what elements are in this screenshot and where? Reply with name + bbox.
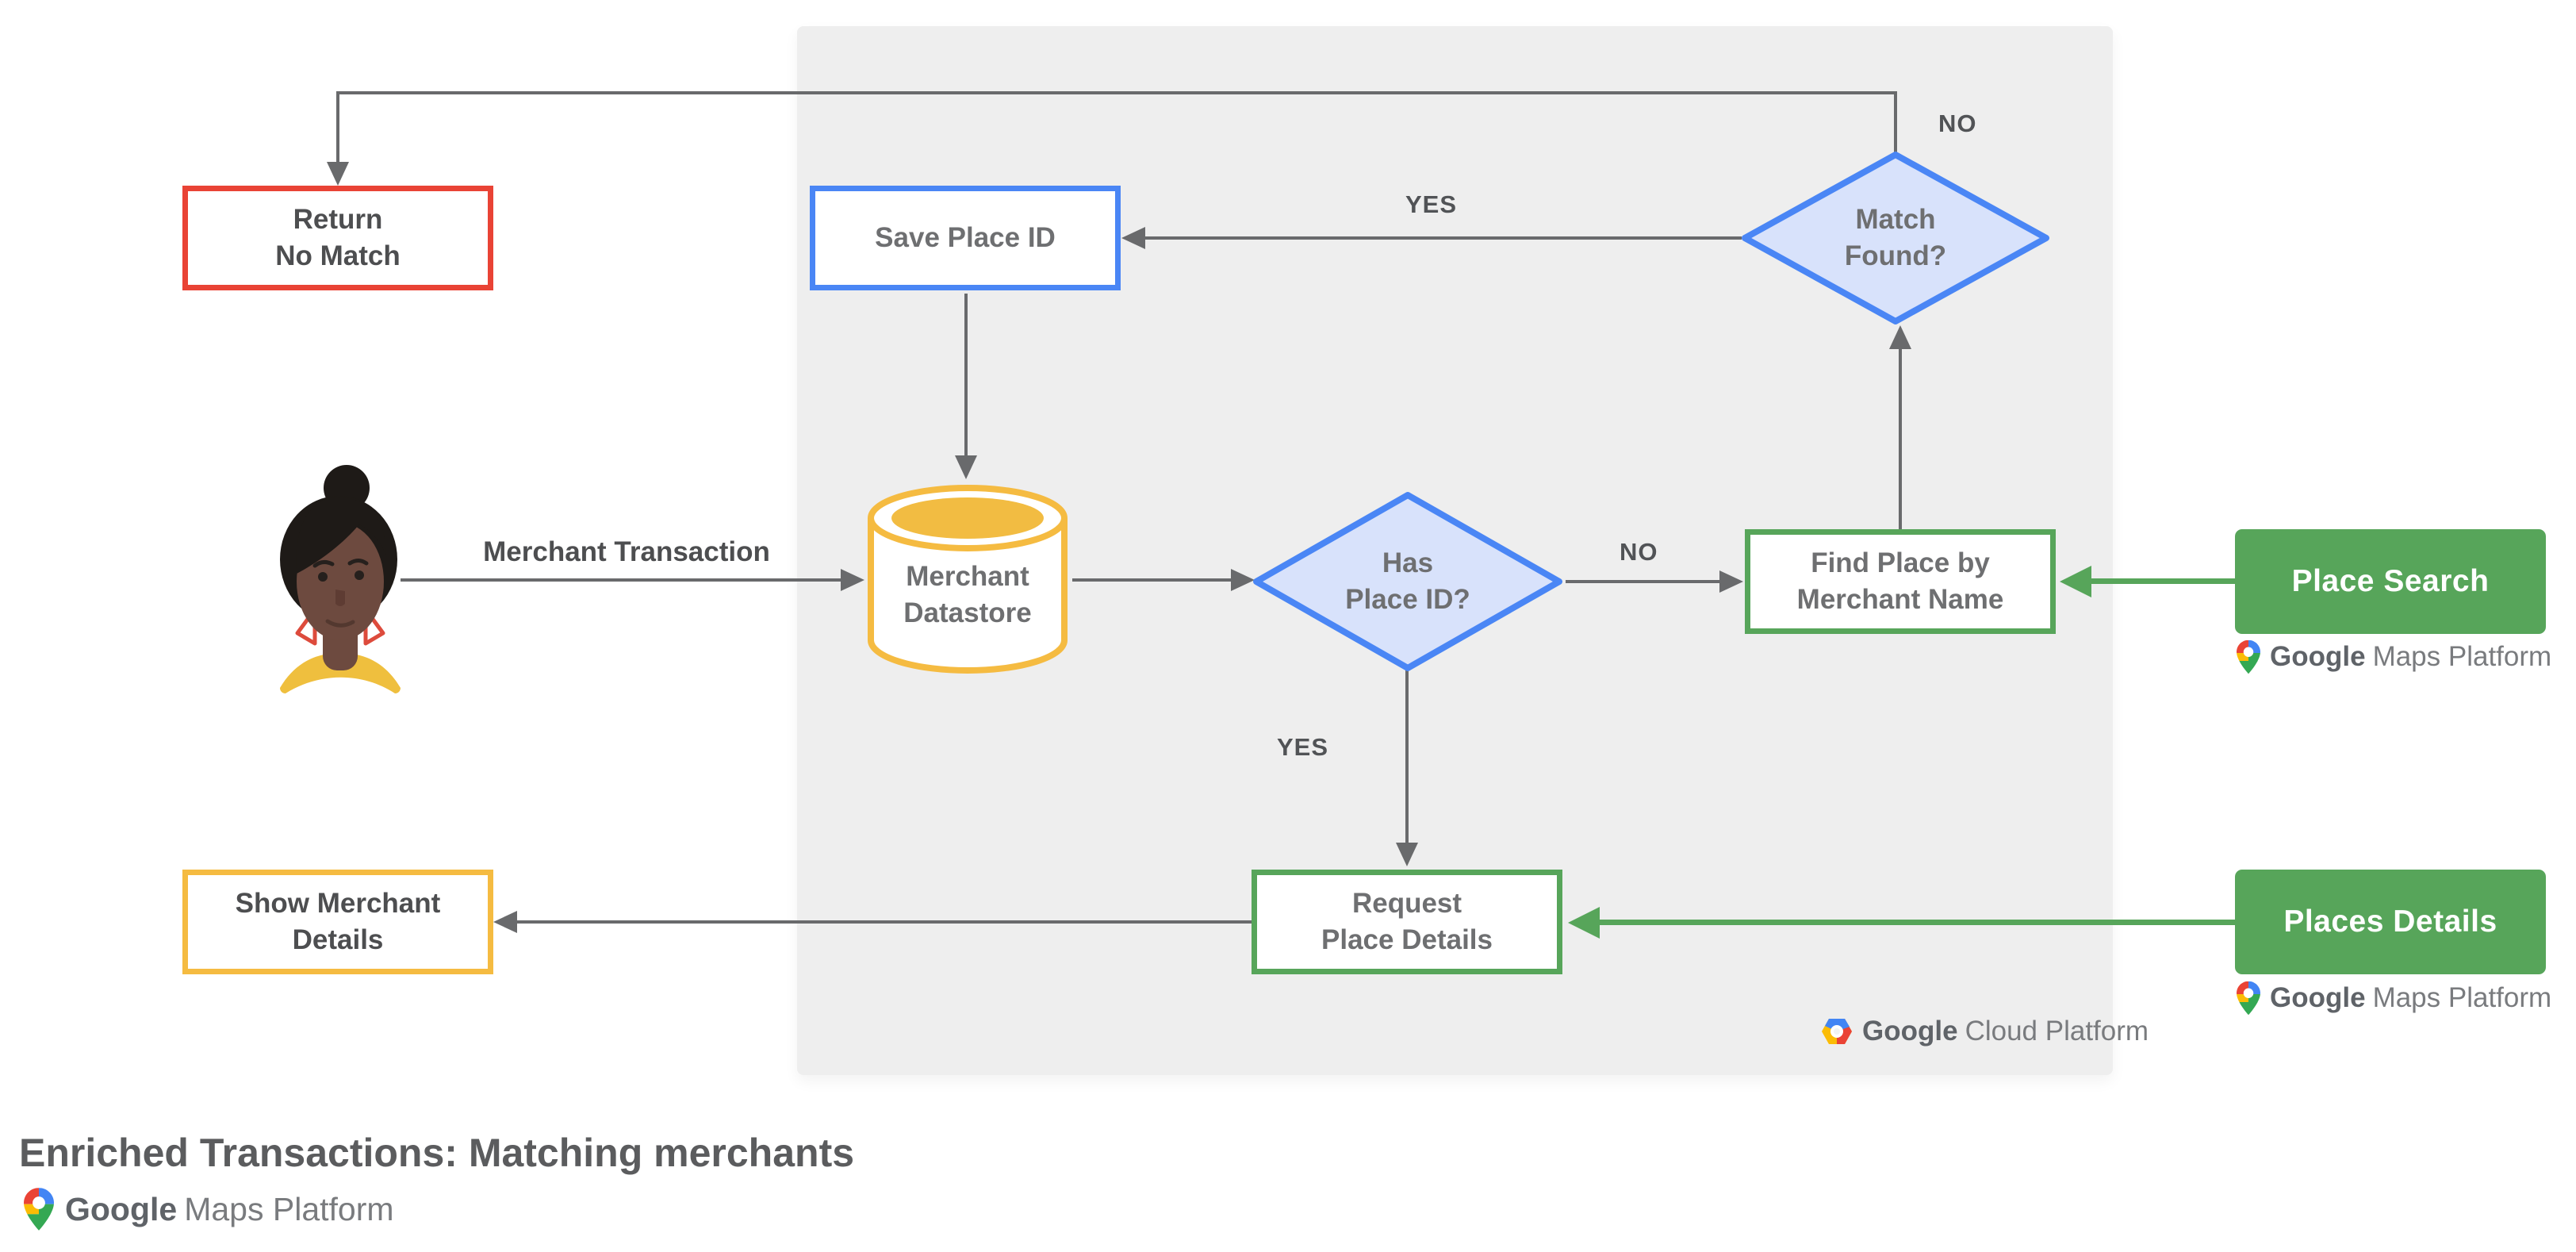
show-merchant-details-box: Show Merchant Details: [182, 870, 493, 974]
arrow-yes-to-request: [1405, 670, 1409, 845]
show-line2: Details: [292, 924, 384, 955]
arrowhead-into-request: [1396, 843, 1418, 866]
arrow-no-horizontal-top: [336, 91, 1897, 94]
save-place-id-box: Save Place ID: [810, 186, 1121, 290]
has-place-id-diamond: Has Place ID?: [1252, 491, 1564, 672]
arrow-merchant-transaction: [401, 578, 841, 582]
return-no-match-box: Return No Match: [182, 186, 493, 290]
show-line1: Show Merchant: [235, 888, 441, 919]
merchant-datastore-cylinder: Merchant Datastore: [866, 482, 1069, 676]
edge-label-no-top: NO: [1938, 109, 1977, 137]
arrow-no-vertical-from-match: [1894, 94, 1897, 155]
return-no-match-line1: Return: [293, 204, 383, 235]
arrow-no-vertical-to-return: [336, 91, 339, 164]
arrow-datastore-to-hasid: [1072, 578, 1234, 582]
places-details-api-box: Places Details: [2235, 870, 2546, 974]
match-found-line2: Found?: [1844, 240, 1947, 271]
gmp-logo-google-text: Google: [2270, 982, 2366, 1013]
request-place-details-box: Request Place Details: [1252, 870, 1562, 974]
return-no-match-line2: No Match: [275, 240, 401, 271]
places-details-label: Places Details: [2283, 904, 2497, 939]
request-line1: Request: [1351, 888, 1462, 919]
gmp-logo-place-search: Google Maps Platform: [2237, 639, 2551, 674]
person-avatar-icon: [280, 465, 401, 693]
arrowhead-into-match: [1889, 325, 1911, 349]
arrow-request-to-show: [512, 920, 1252, 924]
gcp-logo: Google Cloud Platform: [1821, 1016, 2149, 1047]
has-place-id-line2: Place ID?: [1345, 584, 1470, 615]
arrowhead-into-findplace: [1719, 570, 1743, 593]
find-place-line1: Find Place by: [1811, 547, 1990, 578]
gcp-logo-rest-text: Cloud Platform: [1965, 1016, 2149, 1047]
arrowhead-into-save: [1121, 227, 1145, 249]
edge-label-yes-mid: YES: [1277, 733, 1329, 761]
match-found-line1: Match: [1855, 204, 1936, 235]
datastore-line1: Merchant: [906, 561, 1029, 592]
maps-pin-icon: [24, 1188, 54, 1231]
gmp-logo-google-text: Google: [65, 1190, 178, 1227]
has-place-id-line1: Has: [1382, 547, 1434, 578]
find-place-box: Find Place by Merchant Name: [1745, 529, 2056, 634]
gmp-logo-rest-text: Maps Platform: [2372, 641, 2552, 672]
gmp-logo-footer: Google Maps Platform: [24, 1187, 394, 1231]
edge-label-no-mid: NO: [1620, 538, 1658, 566]
arrowhead-into-hasid: [1231, 569, 1255, 591]
maps-pin-icon: [2237, 639, 2260, 674]
cloud-hexagon-icon: [1822, 1019, 1852, 1044]
gmp-logo-places-details: Google Maps Platform: [2237, 981, 2551, 1016]
arrowhead-placesdetails: [1568, 907, 1600, 939]
match-found-diamond: Match Found?: [1740, 151, 2051, 325]
gmp-logo-rest-text: Maps Platform: [184, 1190, 394, 1227]
gmp-logo-rest-text: Maps Platform: [2372, 982, 2552, 1013]
request-line2: Place Details: [1321, 924, 1493, 955]
maps-pin-icon: [2237, 981, 2260, 1016]
arrow-placesdetails-line: [1597, 920, 2237, 925]
save-place-id-label: Save Place ID: [875, 222, 1056, 253]
arrow-findplace-to-match: [1899, 348, 1902, 530]
edge-label-yes-top: YES: [1405, 190, 1458, 218]
database-cylinder-icon: [868, 485, 1068, 674]
arrow-placesearch-line: [2089, 578, 2237, 584]
place-search-label: Place Search: [2291, 564, 2490, 598]
arrow-no-to-findplace: [1566, 580, 1723, 583]
arrow-save-to-datastore: [964, 294, 968, 457]
arrow-yes-to-save: [1142, 236, 1742, 240]
find-place-line2: Merchant Name: [1796, 584, 2004, 615]
gcp-logo-google-text: Google: [1862, 1016, 1958, 1047]
diagram-title: Enriched Transactions: Matching merchant…: [19, 1131, 855, 1175]
arrowhead-into-show: [493, 911, 517, 933]
datastore-line2: Datastore: [903, 597, 1032, 628]
diamond-shape-icon: [1742, 152, 2049, 325]
user-avatar: [274, 463, 407, 698]
place-search-api-box: Place Search: [2235, 529, 2546, 634]
merchant-transaction-label: Merchant Transaction: [483, 536, 770, 567]
gmp-logo-google-text: Google: [2270, 641, 2366, 672]
arrowhead-into-return: [327, 162, 349, 186]
arrowhead-into-datastore-top: [955, 455, 977, 479]
diamond-shape-icon: [1253, 492, 1562, 671]
arrowhead-into-datastore-left: [841, 569, 864, 591]
arrowhead-placesearch: [2060, 566, 2091, 597]
